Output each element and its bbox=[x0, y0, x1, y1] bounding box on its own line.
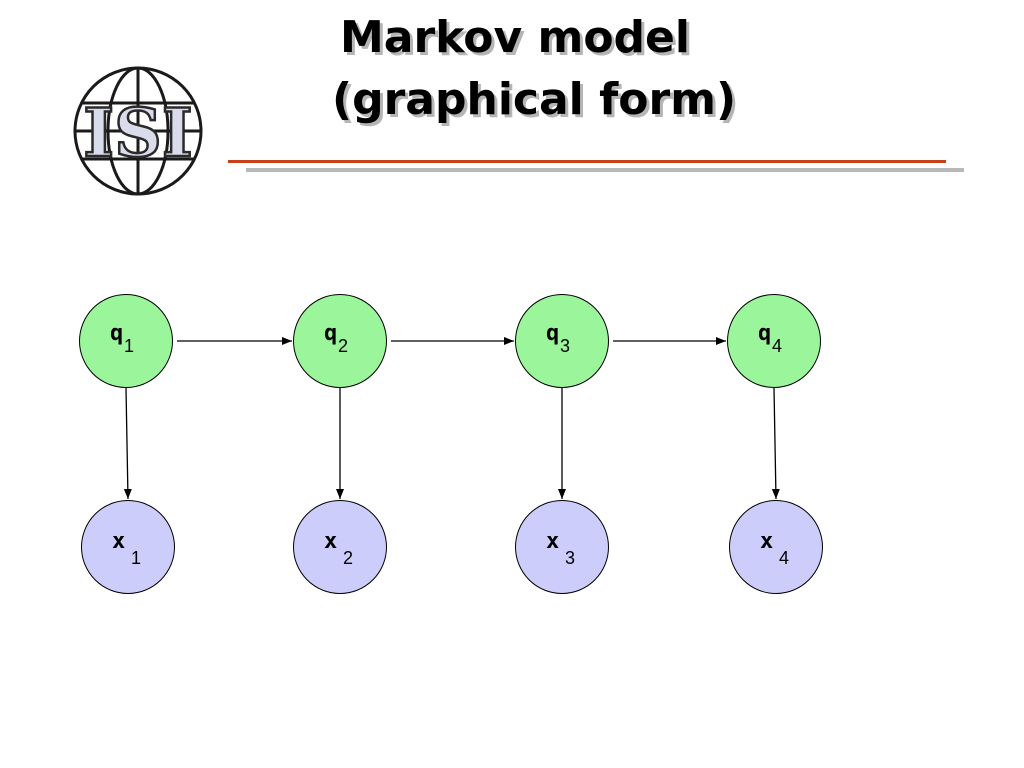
node-subscript: 4 bbox=[779, 548, 790, 568]
title-underline-shadow bbox=[246, 168, 964, 172]
node-symbol: q bbox=[546, 321, 560, 346]
node-symbol: x bbox=[546, 529, 560, 554]
node-symbol: q bbox=[324, 321, 338, 346]
node-symbol: x bbox=[760, 529, 774, 554]
node-subscript: 1 bbox=[131, 548, 142, 568]
logo-lettering: ISI bbox=[83, 94, 192, 172]
node-subscript: 1 bbox=[124, 336, 135, 356]
node-subscript: 3 bbox=[560, 336, 571, 356]
title-line-2: (graphical form) bbox=[332, 74, 737, 125]
node-symbol: x bbox=[112, 529, 126, 554]
node-subscript: 2 bbox=[343, 548, 354, 568]
emission-arrow-1 bbox=[123, 387, 132, 500]
node-symbol: q bbox=[758, 321, 772, 346]
emission-arrow-4 bbox=[771, 387, 780, 500]
node-subscript: 2 bbox=[338, 336, 349, 356]
node-subscript: 3 bbox=[565, 548, 576, 568]
node-symbol: q bbox=[110, 321, 124, 346]
node-symbol: x bbox=[324, 529, 338, 554]
node-subscript: 4 bbox=[772, 336, 783, 356]
title-line-1: Markov model bbox=[340, 12, 690, 63]
isi-logo: ISI bbox=[68, 58, 208, 204]
globe-logo-icon: ISI bbox=[68, 58, 208, 204]
title-underline-accent bbox=[228, 160, 946, 163]
